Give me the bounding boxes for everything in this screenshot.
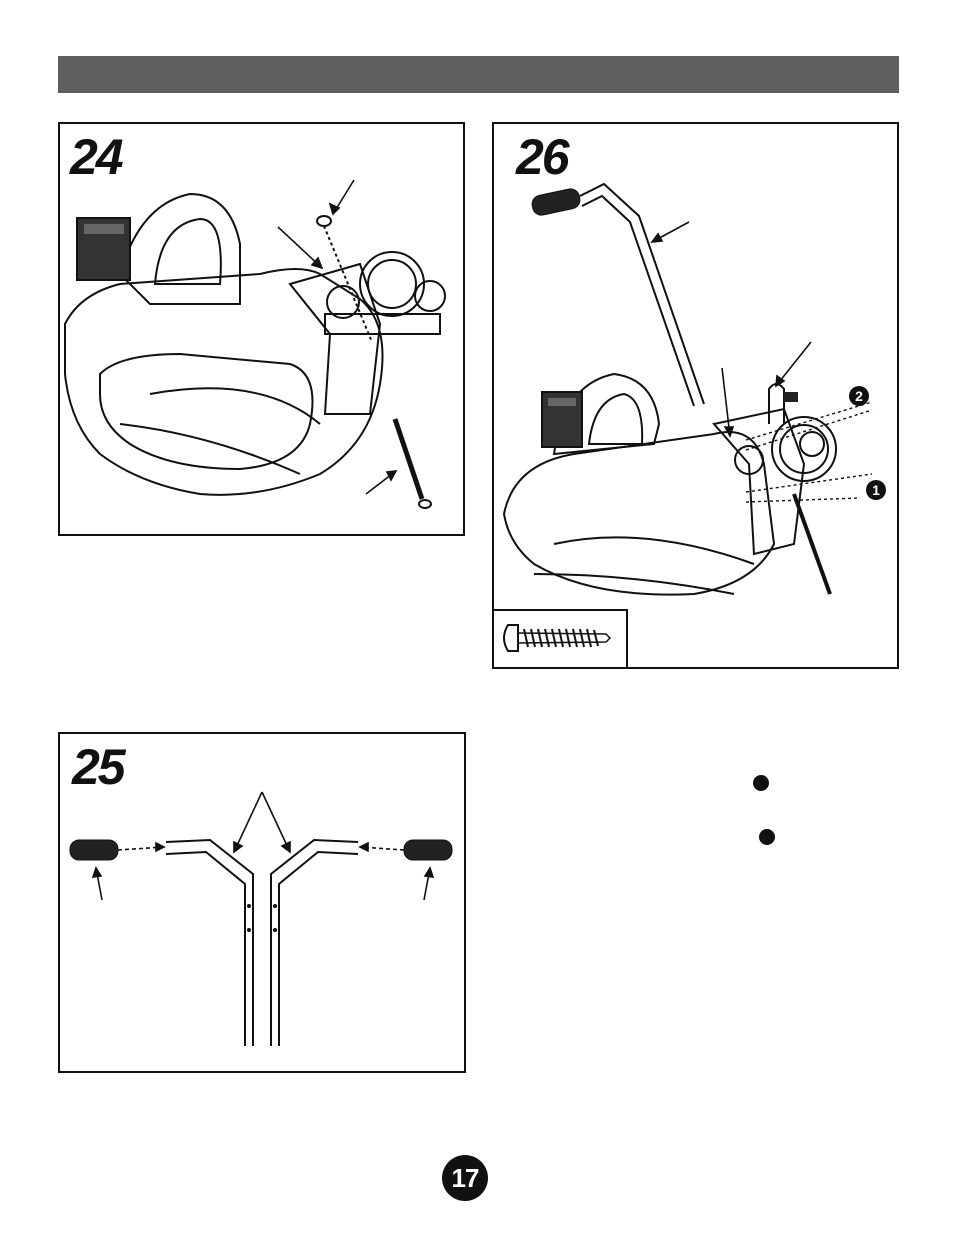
step-26-panel: 26: [492, 122, 899, 669]
step-25-illustration: [60, 734, 466, 1073]
step-24-panel: 24: [58, 122, 465, 536]
screw-hardware-box: [494, 609, 628, 667]
callout-2: 2: [849, 386, 869, 406]
screw-icon: [494, 611, 624, 665]
section-header-bar: [58, 56, 899, 93]
callout-1: 1: [866, 480, 886, 500]
step-26-illustration: [494, 124, 899, 669]
instruction-bullet-dot: [753, 775, 769, 791]
page-number-badge: 17: [442, 1155, 488, 1201]
step-25-panel: 25: [58, 732, 466, 1073]
instruction-bullet-dot: [759, 829, 775, 845]
step-24-illustration: [60, 124, 465, 536]
